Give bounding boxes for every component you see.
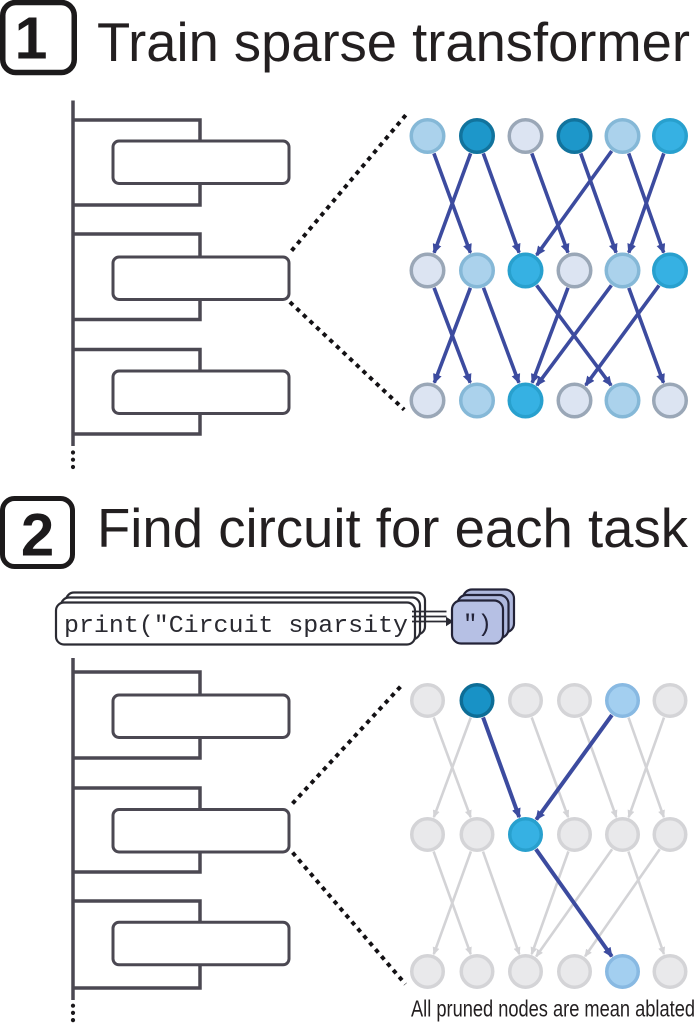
svg-text:Train sparse transformer: Train sparse transformer [97,11,690,73]
svg-text:print("Circuit sparsity: print("Circuit sparsity [64,613,408,640]
svg-text:1: 1 [15,6,48,72]
svg-text:"): ") [463,612,492,639]
svg-text:All pruned nodes are mean abla: All pruned nodes are mean ablated [411,996,695,1022]
svg-text:2: 2 [21,502,54,569]
svg-text:Find circuit for each task: Find circuit for each task [97,497,688,559]
